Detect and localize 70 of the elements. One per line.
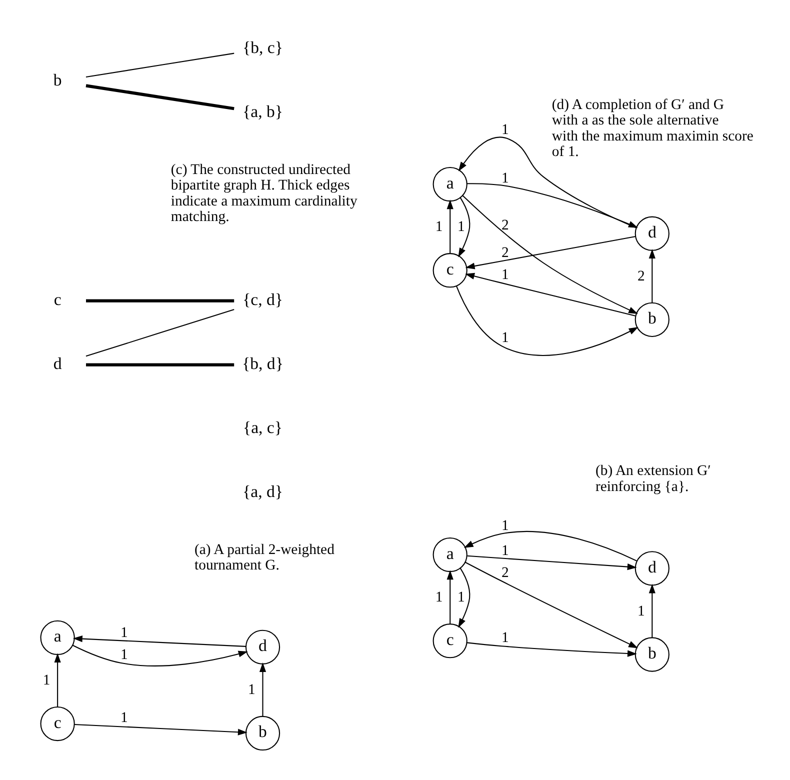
edge-label: 1 — [502, 122, 509, 138]
connector — [86, 363, 234, 366]
edge-label: 1 — [502, 330, 509, 346]
label: (c) The constructed undirected bipartite graph H. Thick edges indicate a maximum cardinality matching. — [170, 162, 358, 226]
edge-label: 1 — [120, 710, 128, 726]
node-circle: a — [432, 537, 468, 572]
edge-label: 1 — [457, 219, 465, 236]
edge-label: 1 — [120, 624, 128, 641]
node-circle: c — [40, 706, 75, 742]
arrow — [465, 236, 636, 270]
arrow — [464, 562, 638, 648]
label: (d) A completion of G′ and G with a as the sole alternative with the maximum maximin score of 1. — [552, 96, 754, 160]
connector — [86, 299, 234, 302]
edge-label: 1 — [435, 590, 443, 606]
edge-label: 2 — [502, 244, 509, 261]
node-text: {b, d} — [242, 354, 284, 373]
edge-label: 1 — [248, 682, 256, 698]
node-text: {a, c} — [243, 418, 282, 437]
arrow — [467, 555, 637, 570]
arrow — [446, 200, 454, 254]
node-circle: a — [40, 620, 75, 656]
arrow — [456, 286, 638, 356]
arrow — [648, 584, 656, 638]
node-circle: d — [634, 216, 670, 251]
node-circle: b — [634, 302, 670, 337]
arrow — [54, 653, 61, 707]
arrow — [72, 644, 248, 666]
node-circle: b — [634, 637, 670, 672]
node-circle: c — [432, 624, 468, 658]
arrow — [446, 570, 454, 624]
edge-label: 1 — [637, 603, 645, 620]
node-text: {c, d} — [242, 290, 283, 309]
node-text: d — [53, 354, 62, 373]
connector — [86, 84, 234, 110]
node-text: {a, b} — [242, 102, 283, 121]
edge-label: 1 — [502, 518, 509, 534]
node-circle: a — [432, 166, 468, 202]
arrow — [259, 662, 266, 716]
arrow — [458, 136, 636, 228]
arrow — [465, 272, 636, 316]
arrow — [648, 249, 656, 303]
node-circle: b — [245, 716, 280, 751]
node-circle: c — [432, 253, 468, 288]
edge-label: 1 — [502, 266, 509, 283]
edge-label: 1 — [502, 170, 509, 186]
arrow — [72, 636, 246, 647]
edge-label: 1 — [435, 219, 443, 236]
arrow — [74, 724, 248, 736]
edge-label: 1 — [42, 672, 50, 689]
edge-label: 2 — [502, 565, 509, 582]
edge-label: 1 — [120, 646, 128, 663]
node-text: {a, d} — [242, 482, 283, 501]
node-text: {b, c} — [242, 38, 283, 57]
node-circle: d — [245, 630, 280, 664]
label: (a) A partial 2-weighted tournament G. — [194, 542, 334, 574]
arrow — [466, 642, 637, 657]
connector — [86, 308, 234, 357]
arrow — [458, 568, 470, 628]
edge-label: 1 — [502, 542, 509, 559]
edge-label: 2 — [637, 268, 645, 285]
node-circle: d — [634, 551, 670, 586]
node-text: b — [53, 70, 62, 90]
edge-label: 1 — [457, 590, 465, 606]
arrow — [464, 530, 637, 562]
label: (b) An extension G′ reinforcing {a}. — [595, 463, 711, 495]
edge-label: 2 — [502, 218, 509, 234]
edge-label: 1 — [502, 630, 509, 646]
connector — [86, 52, 234, 78]
node-text: c — [54, 290, 62, 309]
arrow — [458, 198, 470, 258]
